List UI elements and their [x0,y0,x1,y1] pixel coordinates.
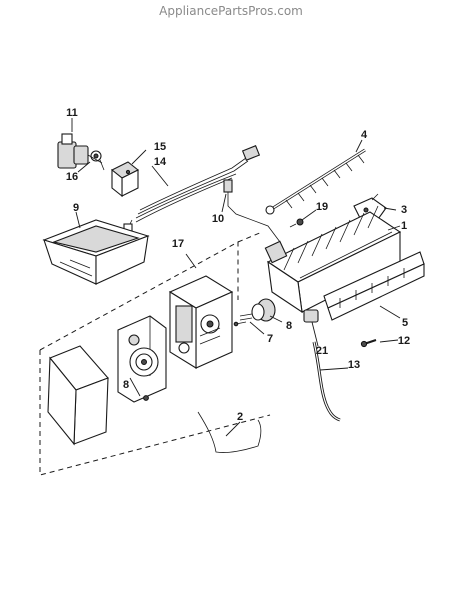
mounting-plate-part-9 [117,315,167,403]
callout-20: 19 [316,201,328,213]
water-valve-part-12 [57,133,105,171]
control-module-part-19 [168,275,234,369]
fill-tube-part-14 [312,341,341,422]
front-cover [47,345,109,446]
callout-1: 1 [401,220,407,232]
assembly-boundary [39,231,271,476]
callout-14: 13 [348,359,360,371]
callout-19: 17 [172,238,184,250]
motor-part-8 [239,298,276,322]
callout-2: 2 [237,411,243,423]
wire-harness-part-15 [123,145,261,233]
watermark-text: AppliancePartsPros.com [159,4,303,18]
ice-bin-part-10 [42,219,150,285]
wire-part-2 [197,411,262,453]
callout-16: 15 [154,141,166,153]
callout-5: 5 [402,317,408,329]
callout-15: 14 [154,156,167,168]
callout-labels: 11 15 14 16 9 10 4 19 3 1 17 5 8 7 21 12… [66,107,410,423]
cover-part-5 [323,251,425,321]
callout-21: 21 [316,345,328,357]
ice-mold-part-1 [264,205,402,314]
bracket-part-16 [110,161,140,198]
callout-10: 9 [73,202,79,214]
callout-17: 16 [66,171,78,183]
clip-part-21 [303,309,319,323]
ejector-blade-part-4 [265,148,366,215]
callout-12: 11 [66,107,78,119]
screw-part-20 [289,218,304,228]
callout-4: 4 [361,129,368,141]
screws-part-7 [233,321,247,327]
callout-13: 12 [398,335,410,347]
leader-lines [71,118,401,437]
screw-part-13 [360,339,377,348]
callout-7: 7 [267,333,273,345]
callout-9: 8 [123,379,129,391]
connector-part-11 [223,179,281,243]
callout-3: 3 [401,204,407,216]
callout-11: 10 [212,213,224,225]
callout-8: 8 [286,320,292,332]
